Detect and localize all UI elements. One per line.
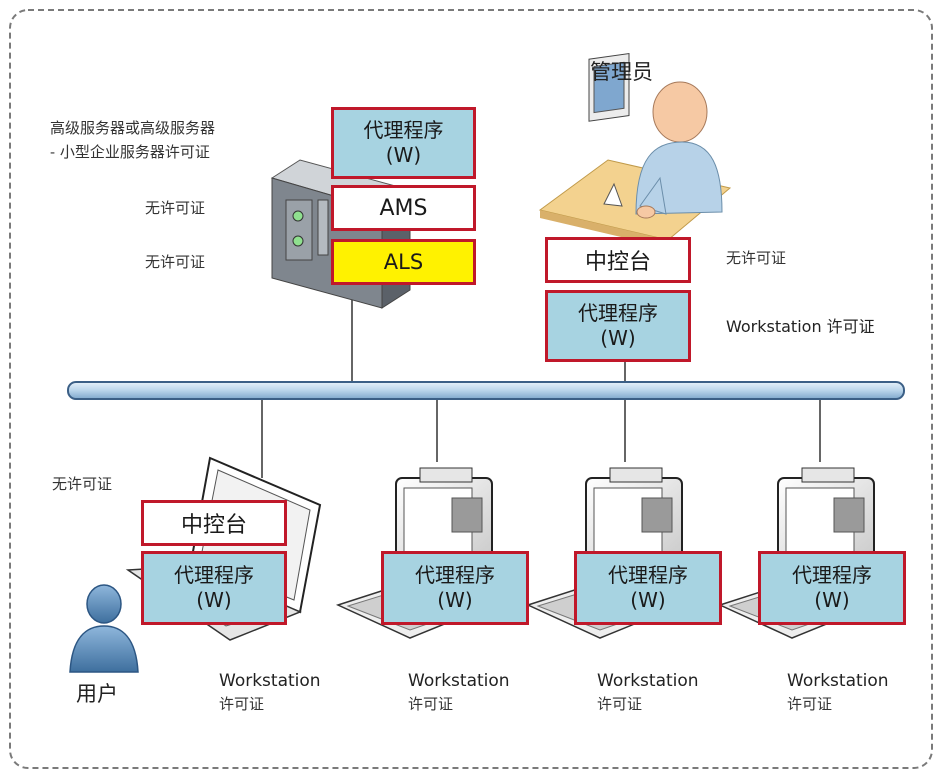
client-2-agent-box: 代理程序 (W) — [574, 551, 722, 625]
als-box-label: ALS — [383, 250, 424, 274]
client-1-license-line-1: Workstation — [408, 671, 510, 691]
admin-label: 管理员 — [590, 60, 653, 84]
client-2-agent-name: 代理程序 — [608, 563, 688, 587]
network-bus — [67, 381, 905, 400]
user-label: 用户 — [76, 682, 118, 706]
admin-agent-box: 代理程序 (W) — [545, 290, 691, 362]
ams-box: AMS — [331, 185, 476, 231]
client-2-license-line-2: 许可证 — [597, 695, 643, 713]
server-agent-type: (W) — [385, 143, 422, 167]
admin-console-license: 无许可证 — [726, 249, 787, 267]
user-console-box: 中控台 — [141, 500, 287, 546]
laptop-license-line-2: 许可证 — [219, 695, 265, 713]
ams-license-label: 无许可证 — [145, 199, 206, 217]
client-3-agent-box: 代理程序 (W) — [758, 551, 906, 625]
laptop-license-line-1: Workstation — [219, 671, 321, 691]
laptop-agent-type: (W) — [196, 588, 232, 612]
client-2-license-line-1: Workstation — [597, 671, 699, 691]
connection-lines — [261, 290, 821, 478]
admin-console-box: 中控台 — [545, 237, 691, 283]
als-license-label: 无许可证 — [145, 253, 206, 271]
client-3-agent-type: (W) — [814, 588, 850, 612]
laptop-agent-name: 代理程序 — [174, 563, 254, 587]
ams-box-label: AMS — [379, 195, 428, 221]
server-icon — [270, 159, 412, 309]
server-license-line-1: 高级服务器或高级服务器 — [50, 119, 216, 137]
admin-agent-type: (W) — [600, 326, 636, 350]
admin-agent-name: 代理程序 — [578, 301, 658, 325]
user-console-label: 中控台 — [180, 513, 247, 538]
user-console-license: 无许可证 — [52, 475, 113, 493]
client-2-agent-type: (W) — [630, 588, 666, 612]
client-1-agent-box: 代理程序 (W) — [381, 551, 529, 625]
client-3-license-line-2: 许可证 — [787, 695, 833, 713]
server-agent-box: 代理程序 (W) — [331, 107, 476, 179]
admin-console-label: 中控台 — [584, 250, 651, 275]
dashed-frame — [9, 9, 933, 769]
server-license-line-2: - 小型企业服务器许可证 — [50, 143, 210, 161]
client-3-license-line-1: Workstation — [787, 671, 889, 691]
client-3-agent-name: 代理程序 — [792, 563, 872, 587]
client-1-agent-name: 代理程序 — [415, 563, 495, 587]
server-agent-name: 代理程序 — [363, 118, 444, 142]
als-box: ALS — [331, 239, 476, 285]
laptop-agent-box: 代理程序 (W) — [141, 551, 287, 625]
client-1-agent-type: (W) — [437, 588, 473, 612]
client-1-license-line-2: 许可证 — [408, 695, 454, 713]
admin-agent-license: Workstation 许可证 — [726, 317, 875, 336]
user-icon — [69, 584, 139, 673]
